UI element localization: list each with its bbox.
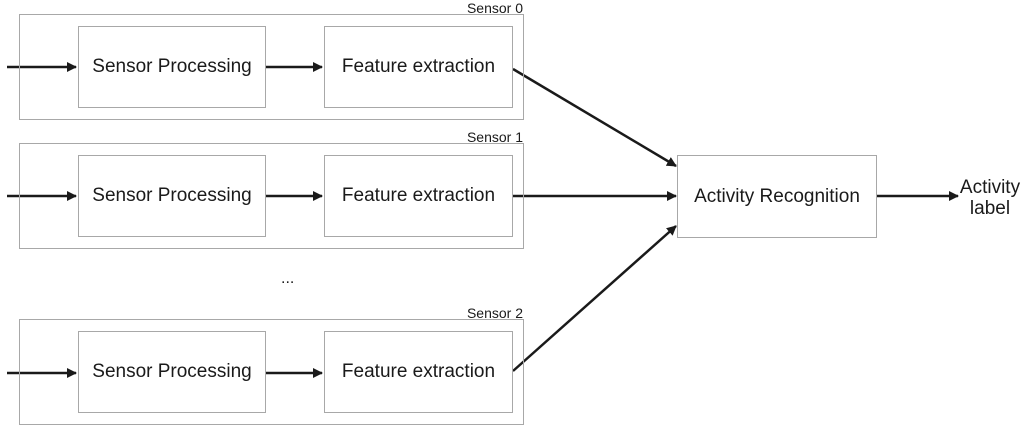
sensor-group-label: Sensor 0 [466,0,523,16]
activity-recognition-box: Activity Recognition [677,155,877,238]
activity-label-output: Activity label [952,177,1024,219]
sensor-group-0: Sensor 0 [19,1,524,120]
output-label-line-2: label [969,198,1011,219]
feature-extraction-box: Feature extraction [324,331,513,413]
feature-extraction-box: Feature extraction [324,155,513,237]
feature-to-recognition-arrow-0 [512,67,677,168]
output-label-line-1: Activity [959,177,1021,198]
sensor-group-1: Sensor 1 [19,130,524,249]
sensor-group-label: Sensor 1 [466,129,523,145]
sensor-processing-box: Sensor Processing [78,331,266,413]
sensor-group-2: Sensor 2 [19,306,524,425]
feature-to-recognition-arrow-2 [512,225,677,372]
feature-extraction-box: Feature extraction [324,26,513,108]
more-sensors-ellipsis: ... [281,270,295,287]
sensor-processing-box: Sensor Processing [78,26,266,108]
sensor-group-label: Sensor 2 [466,305,523,321]
sensor-processing-box: Sensor Processing [78,155,266,237]
